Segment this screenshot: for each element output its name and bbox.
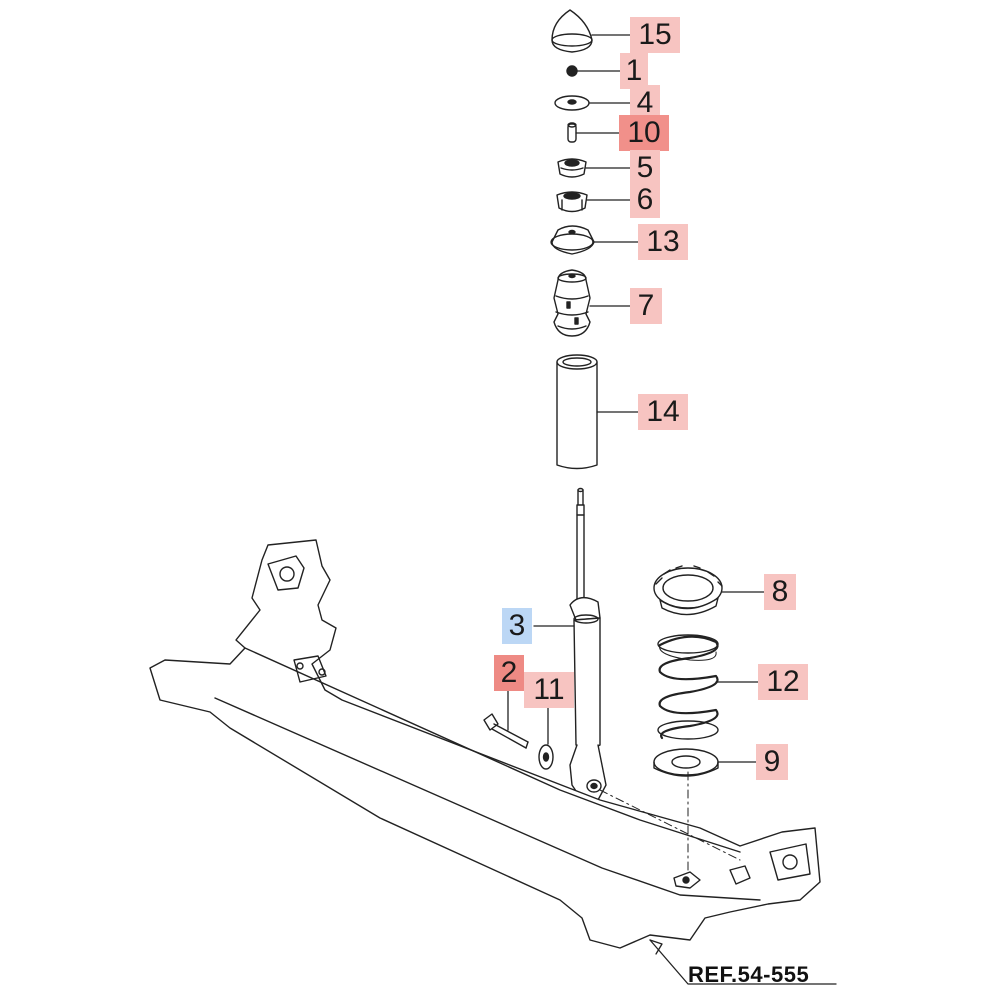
part-1-nut xyxy=(566,65,578,77)
part-11-washer xyxy=(538,744,554,770)
callout-14[interactable]: 14 xyxy=(638,394,688,430)
callout-6[interactable]: 6 xyxy=(630,182,660,218)
part-5-insulator xyxy=(557,158,587,178)
rear-axle-beam xyxy=(149,539,821,949)
callout-11[interactable]: 11 xyxy=(524,672,574,708)
callout-7[interactable]: 7 xyxy=(630,288,662,324)
callout-13[interactable]: 13 xyxy=(638,224,688,260)
callout-12[interactable]: 12 xyxy=(758,664,808,700)
part-2-bolt xyxy=(483,713,529,749)
part-3-shock-absorber xyxy=(569,487,607,801)
part-7-bump-stopper xyxy=(553,269,591,337)
alignment-lines xyxy=(599,771,741,873)
callout-5[interactable]: 5 xyxy=(630,150,660,186)
part-9-spring-pad-lower xyxy=(653,748,719,777)
callout-1[interactable]: 1 xyxy=(620,53,648,89)
callout-2[interactable]: 2 xyxy=(494,655,524,691)
part-15-bump-cap xyxy=(551,9,593,53)
part-8-spring-pad-upper xyxy=(653,565,723,616)
callout-8[interactable]: 8 xyxy=(764,574,796,610)
part-12-coil-spring xyxy=(657,634,719,740)
callout-10[interactable]: 10 xyxy=(619,115,669,151)
callout-9[interactable]: 9 xyxy=(756,744,788,780)
leader-lines xyxy=(507,34,837,985)
callout-15[interactable]: 15 xyxy=(630,17,680,53)
callout-3[interactable]: 3 xyxy=(502,608,532,644)
part-14-dust-cover xyxy=(556,354,598,470)
part-4-washer xyxy=(554,95,590,111)
part-10-collar xyxy=(567,122,577,143)
part-6-insulator xyxy=(556,191,588,213)
part-13-mount-plate xyxy=(550,225,595,255)
reference-label[interactable]: REF.54-555 xyxy=(688,962,810,987)
